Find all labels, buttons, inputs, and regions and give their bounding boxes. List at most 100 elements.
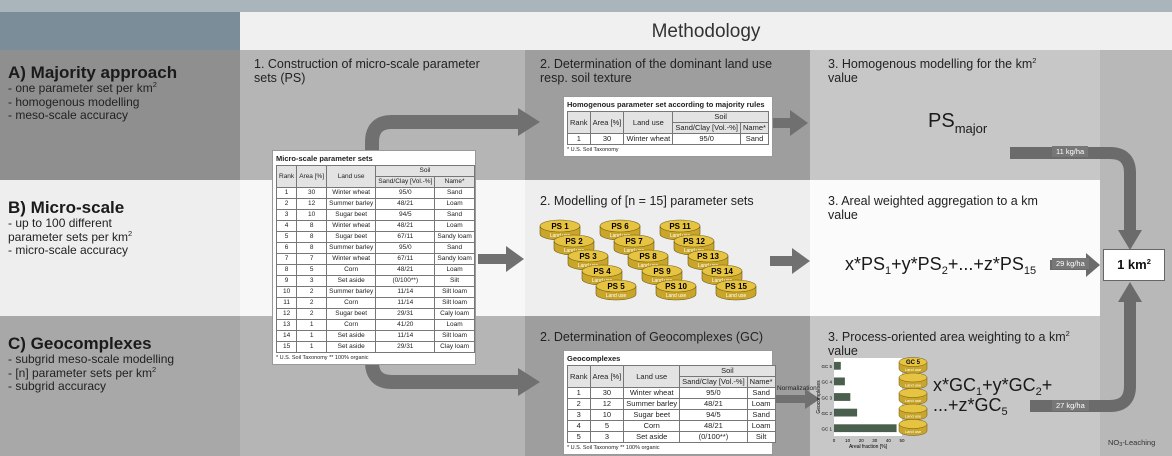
step-a1: 1. Construction of micro-scale parameter… bbox=[254, 57, 480, 85]
table-cell: 95/0 bbox=[672, 133, 741, 145]
arrow-normalization bbox=[773, 395, 807, 403]
arrowhead bbox=[790, 110, 808, 136]
table-cell: Corn bbox=[326, 319, 377, 331]
disk-label: PS 10 bbox=[665, 282, 687, 291]
disk-label: PS 15 bbox=[725, 282, 747, 291]
table-cell: 10 bbox=[589, 409, 625, 421]
table-cell: (0/100**) bbox=[375, 275, 436, 287]
micro-formula: x*PS1+y*PS2+...+z*PS15 bbox=[845, 254, 1036, 277]
arrow-a2-a3 bbox=[772, 118, 792, 128]
table-cell: 11 bbox=[275, 297, 298, 309]
gc-category-label: GC 5 bbox=[821, 364, 832, 369]
gc-bar bbox=[834, 424, 897, 433]
table-cell: Loam bbox=[434, 264, 475, 276]
table-cell: Summer barley bbox=[326, 242, 377, 254]
arrow-to-majority bbox=[365, 115, 520, 160]
table-cell: Clay loam bbox=[434, 341, 475, 353]
table-cell: 48/21 bbox=[375, 198, 436, 210]
gc-category-label: GC 2 bbox=[821, 411, 832, 416]
disk-sublabel: Land use bbox=[726, 293, 747, 299]
table-cell: Set aside bbox=[326, 275, 377, 287]
label-a-leaching: 11 kg/ha bbox=[1052, 146, 1089, 157]
gc-stack-sublabel: Land use bbox=[905, 367, 922, 372]
table-cell: Sand bbox=[434, 242, 475, 254]
table-cell: 1 bbox=[567, 387, 591, 399]
disk-label: PS 7 bbox=[625, 237, 643, 246]
arrow-c-result bbox=[1030, 300, 1136, 412]
gc-bar bbox=[834, 361, 841, 370]
table-cell: 67/11 bbox=[375, 231, 436, 243]
result-box: 1 km2 bbox=[1103, 249, 1165, 281]
table-cell: 8 bbox=[296, 231, 328, 243]
formula-subscript: 1 bbox=[885, 265, 892, 277]
table-cell: Set aside bbox=[326, 330, 377, 342]
table-cell: 13 bbox=[275, 319, 298, 331]
table-cell: 2 bbox=[296, 297, 328, 309]
table-cell: Sugar beet bbox=[326, 308, 377, 320]
formula-term: +y*GC bbox=[982, 375, 1036, 395]
table-cell: 1 bbox=[296, 330, 328, 342]
table-cell: 1 bbox=[275, 187, 298, 199]
table-cell: Sugar beet bbox=[326, 231, 377, 243]
leaching-label: NO3-Leaching bbox=[1108, 438, 1156, 448]
table-cell: 29/31 bbox=[375, 308, 436, 320]
disk-sublabel: Land use bbox=[564, 248, 585, 254]
disk-sublabel: Land use bbox=[638, 263, 659, 269]
x-tick-label: 50 bbox=[899, 438, 905, 443]
header-band bbox=[0, 0, 1172, 12]
approach-c-bullets: - subgrid meso-scale modelling - [n] par… bbox=[8, 352, 175, 393]
step-c3: 3. Process-oriented area weighting to a … bbox=[828, 329, 1070, 358]
table-cell: Loam bbox=[746, 420, 776, 432]
gc-stack-label: GC 5 bbox=[906, 360, 921, 366]
table-caption: Homogenous parameter set according to ma… bbox=[567, 100, 765, 109]
table-cell: Sand bbox=[434, 187, 475, 199]
table-cell: 1 bbox=[296, 319, 328, 331]
gc-stack-sublabel: Land use bbox=[905, 414, 922, 419]
table-cell: 94/5 bbox=[375, 209, 436, 221]
table-footnote: * U.S. Soil Taxonomy ** 100% organic bbox=[567, 445, 660, 451]
approach-a-title: A) Majority approach bbox=[8, 63, 178, 82]
table-cell: 5 bbox=[567, 431, 591, 443]
table-cell: 95/0 bbox=[679, 387, 748, 399]
table-cell: 95/0 bbox=[375, 187, 436, 199]
x-tick-label: 30 bbox=[872, 438, 878, 443]
table-cell: 3 bbox=[589, 431, 625, 443]
table-cell: Summer barley bbox=[623, 398, 681, 410]
step-a2: 2. Determination of the dominant land us… bbox=[540, 57, 773, 85]
formula-term: x*PS bbox=[845, 254, 886, 274]
col-b3 bbox=[810, 180, 1100, 316]
formula-term: +y*PS bbox=[891, 254, 942, 274]
table-cell: 15 bbox=[275, 341, 298, 353]
table-cell: 12 bbox=[589, 398, 625, 410]
table-cell: 9 bbox=[275, 275, 298, 287]
table-cell: 94/5 bbox=[679, 409, 748, 421]
table-cell: Summer barley bbox=[326, 286, 377, 298]
formula-subscript: 2 bbox=[1035, 386, 1042, 398]
gc-bar bbox=[834, 408, 858, 417]
disk-sublabel: Land use bbox=[670, 233, 691, 239]
table-cell: Sand bbox=[746, 409, 776, 421]
table-cell: Caly loam bbox=[434, 308, 475, 320]
disk-sublabel: Land use bbox=[578, 263, 599, 269]
table-cell: Set aside bbox=[623, 431, 681, 443]
table-cell: 14 bbox=[275, 330, 298, 342]
table-cell: 48/21 bbox=[679, 398, 748, 410]
gc-category-label: GC 3 bbox=[821, 395, 832, 400]
approach-b-bullets: - up to 100 different parameter sets per… bbox=[8, 216, 133, 257]
table-caption: Micro-scale parameter sets bbox=[276, 154, 373, 163]
disk-label: PS 11 bbox=[669, 222, 691, 231]
x-tick-label: 10 bbox=[845, 438, 851, 443]
